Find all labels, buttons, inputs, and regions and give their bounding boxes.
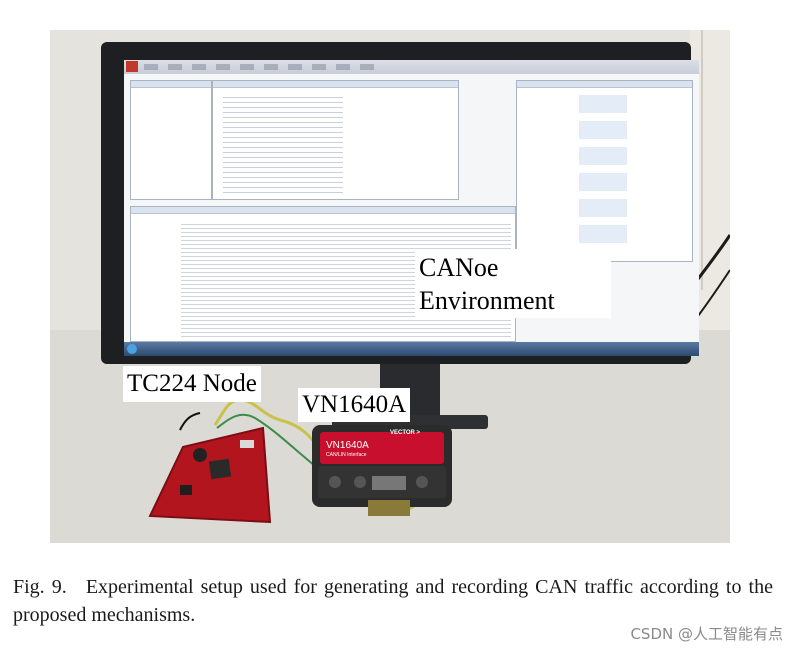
device-subtitle: CAN/LIN Interface: [326, 452, 367, 458]
canoe-label-line1: CANoe: [419, 253, 499, 282]
canoe-environment-label: CANoe Environment: [415, 249, 611, 318]
caption-text: Experimental setup used for generating a…: [13, 576, 773, 626]
tc224-node-label: TC224 Node: [123, 366, 261, 402]
simulation-setup-window: [130, 80, 212, 200]
canoe-ribbon: [124, 60, 699, 74]
canoe-label-line2: Environment: [419, 286, 555, 315]
watermark: CSDN @人工智能有点: [630, 625, 783, 643]
figure-number: Fig. 9.: [13, 576, 67, 598]
start-icon: [127, 344, 137, 354]
ribbon-tabs: [144, 64, 384, 70]
trace-window: [130, 206, 516, 342]
tc224-board: [148, 426, 272, 524]
vn1640a-label: VN1640A: [298, 388, 411, 422]
device-model: VN1640A: [326, 440, 369, 451]
measurement-setup-window: [516, 80, 693, 262]
device-brand: VECTOR >: [390, 430, 421, 436]
network-tree-window: [212, 80, 459, 200]
setup-photo: DELL VECTOR > VN1640A CAN/LIN Interface: [50, 30, 730, 543]
windows-taskbar: [124, 342, 699, 356]
monitor-screen: [124, 60, 699, 356]
file-tab: [126, 61, 138, 72]
vn1640a-interface: [312, 425, 452, 516]
figure-caption: Fig. 9. Experimental setup used for gene…: [13, 573, 773, 629]
